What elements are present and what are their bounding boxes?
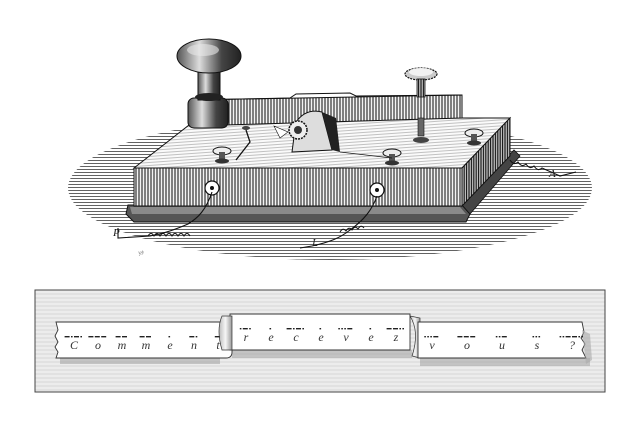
svg-text:u: u [499,338,505,352]
svg-text:m: m [142,338,151,352]
svg-text:?: ? [569,338,575,352]
svg-text:e: e [318,330,324,344]
morse-letter-1-4: v [338,328,353,344]
morse-letter-2-2: u [495,336,507,352]
morse-letter-1-5: e [368,328,374,344]
key-knob [176,38,242,101]
svg-text:n: n [191,338,197,352]
binding-posts [212,126,484,166]
morse-letter-2-4: ? [559,336,583,352]
key-lever [187,92,463,129]
morse-letter-0-6: t [214,336,220,352]
telegraph-base [125,149,521,223]
svg-text:r: r [244,330,249,344]
svg-text:e: e [368,330,374,344]
morse-letter-0-0: C [64,336,82,352]
svg-text:e: e [268,330,274,344]
morse-letter-0-4: e [167,336,173,352]
morse-letter-1-3: e [318,328,324,344]
svg-text:o: o [464,338,470,352]
svg-text:m: m [118,338,127,352]
morse-letter-1-6: z [386,328,404,344]
morse-letter-2-1: o [457,336,476,352]
pivot-bracket [273,110,340,153]
svg-text:v: v [429,338,435,352]
terminal-label-a: A [548,168,556,180]
morse-letter-2-0: v [424,336,439,352]
svg-text:s: s [535,338,540,352]
svg-text:z: z [393,330,399,344]
wires [117,159,577,249]
morse-letter-1-2: c [286,328,304,344]
morse-letter-0-1: o [88,336,107,352]
morse-letter-2-3: s [532,336,541,352]
svg-text:C: C [70,338,79,352]
morse-letter-0-3: m [139,336,151,352]
adjustment-screw [404,67,438,143]
svg-text:v: v [343,330,349,344]
svg-text:c: c [293,330,299,344]
svg-text:t: t [216,338,220,352]
terminal-label-p: P [112,227,120,239]
morse-letter-0-5: n [189,336,198,352]
svg-text:o: o [95,338,101,352]
morse-letter-0-2: m [115,336,127,352]
terminal-label-l: L [311,237,318,249]
morse-letter-1-0: r [239,328,251,344]
morse-letter-1-1: e [268,328,274,344]
svg-text:e: e [167,338,173,352]
engraver-signature: ᵛ⁄ʸ [138,249,145,258]
tape-panel [34,289,606,393]
